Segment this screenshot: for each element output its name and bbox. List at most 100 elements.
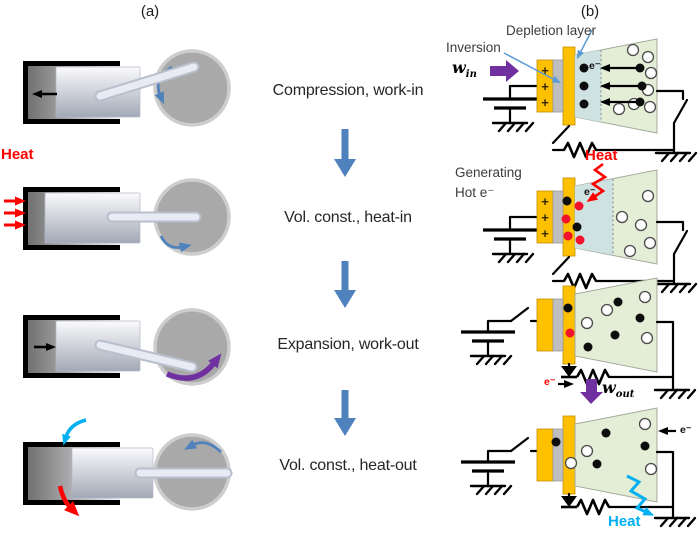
heat-out-wavy-arrow xyxy=(626,474,655,516)
electron-dot xyxy=(563,303,573,313)
electron-dot xyxy=(601,428,611,438)
hot-electron-dot xyxy=(563,231,573,241)
device-stage-1-compression: + + + xyxy=(483,29,698,163)
gate-electrode xyxy=(536,428,554,482)
hole-dot xyxy=(600,303,614,317)
hole-dot xyxy=(612,102,626,116)
electron-dot xyxy=(562,196,572,206)
electron-dot xyxy=(579,81,589,91)
source-contact xyxy=(562,415,576,495)
electron-dot xyxy=(583,342,593,352)
work-out-rotation-arrow xyxy=(165,353,222,381)
work-out-label: wout xyxy=(602,378,635,401)
hole-dot xyxy=(580,316,594,330)
battery-icon xyxy=(461,332,515,364)
hole-dot xyxy=(634,218,648,232)
heat-in-label-piston: Heat xyxy=(1,146,34,163)
electron-dot xyxy=(635,313,645,323)
hole-dot xyxy=(564,456,578,470)
electron-dot xyxy=(613,297,623,307)
oxide-layer xyxy=(552,428,564,482)
electron-dot xyxy=(637,81,647,91)
connecting-rod-highlight xyxy=(96,63,198,100)
plus-symbol: + xyxy=(541,63,549,78)
flow-arrow-1 xyxy=(334,129,356,177)
column-b-header: (b) xyxy=(580,3,600,20)
plus-symbol: + xyxy=(541,226,549,241)
hole-dot xyxy=(641,189,655,203)
electron-dot xyxy=(592,459,602,469)
ground-icon xyxy=(654,282,698,294)
battery-icon xyxy=(461,462,515,494)
wire xyxy=(655,89,685,101)
source-contact xyxy=(562,285,576,365)
hole-dot xyxy=(643,100,657,114)
electron-dot xyxy=(572,222,582,232)
source-contact xyxy=(562,46,576,126)
piston-stage-4-heat-out xyxy=(26,418,233,517)
switch-icon xyxy=(509,436,530,453)
resistor-icon xyxy=(575,498,611,516)
hot-electron-dot xyxy=(565,328,575,338)
electron-dot xyxy=(610,330,620,340)
switch-icon xyxy=(672,98,689,125)
rotation-arrow xyxy=(184,439,222,453)
switch-icon xyxy=(551,124,571,145)
oxide-layer xyxy=(552,59,564,113)
hole-dot xyxy=(615,210,629,224)
plus-symbol: + xyxy=(541,95,549,110)
wire xyxy=(655,320,675,392)
connecting-rod-highlight xyxy=(96,341,196,371)
hole-dot xyxy=(626,43,640,57)
hole-dot xyxy=(640,331,654,345)
ground-icon xyxy=(653,388,697,400)
hot-electron-dot xyxy=(574,201,584,211)
diode-icon xyxy=(559,494,579,509)
oxide-layer xyxy=(552,298,564,352)
step-label-heat-out: Vol. const., heat-out xyxy=(279,457,417,474)
step-label-expansion: Expansion, work-out xyxy=(277,336,419,353)
electron-dot xyxy=(640,441,650,451)
battery-icon xyxy=(483,230,537,262)
wire xyxy=(655,450,675,520)
heat-out-curved-arrow xyxy=(57,485,80,517)
wire xyxy=(655,220,685,232)
inversion-label: Inversion xyxy=(446,40,501,55)
device-stage-2-heat-in: + + + xyxy=(483,162,698,294)
electron-label-stage2: e⁻ xyxy=(584,186,596,198)
heat-in-curved-arrow xyxy=(62,418,87,446)
flow-arrow-2 xyxy=(334,261,356,308)
electron-in-label: e⁻ xyxy=(680,424,692,436)
step-label-compression: Compression, work-in xyxy=(272,82,424,99)
device-stage-4-heat-out xyxy=(461,407,697,528)
generating-hot-label-line1: Generating xyxy=(455,165,522,180)
depletion-pointer-arrow xyxy=(576,29,593,60)
hot-electron-dot xyxy=(575,235,585,245)
work-in-block-arrow xyxy=(490,60,519,82)
electron-dot xyxy=(551,437,561,447)
switch-icon xyxy=(509,306,530,323)
plus-symbol: + xyxy=(541,210,549,225)
wire xyxy=(486,449,513,464)
ground-icon xyxy=(653,516,697,528)
hole-dot xyxy=(641,50,655,64)
piston-stage-3-expansion xyxy=(26,308,231,386)
electron-dot xyxy=(635,97,645,107)
work-in-label: win xyxy=(452,58,477,81)
electron-label-stage1: e⁻ xyxy=(589,60,601,72)
electron-dot xyxy=(635,63,645,73)
generating-hot-label-line2: Hot e⁻ xyxy=(455,185,495,200)
plus-symbol: + xyxy=(541,194,549,209)
heat-out-label-device: Heat xyxy=(608,513,641,530)
work-out-block-arrow xyxy=(580,379,603,404)
hot-electron-dot xyxy=(561,214,571,224)
battery-icon xyxy=(483,99,537,131)
semiconductor-body xyxy=(574,277,658,373)
switch-icon xyxy=(672,229,689,256)
wire xyxy=(508,215,539,232)
ground-icon xyxy=(654,151,698,163)
electron-out-label: e⁻ xyxy=(544,376,556,388)
wire xyxy=(508,84,539,101)
hole-dot xyxy=(644,66,658,80)
